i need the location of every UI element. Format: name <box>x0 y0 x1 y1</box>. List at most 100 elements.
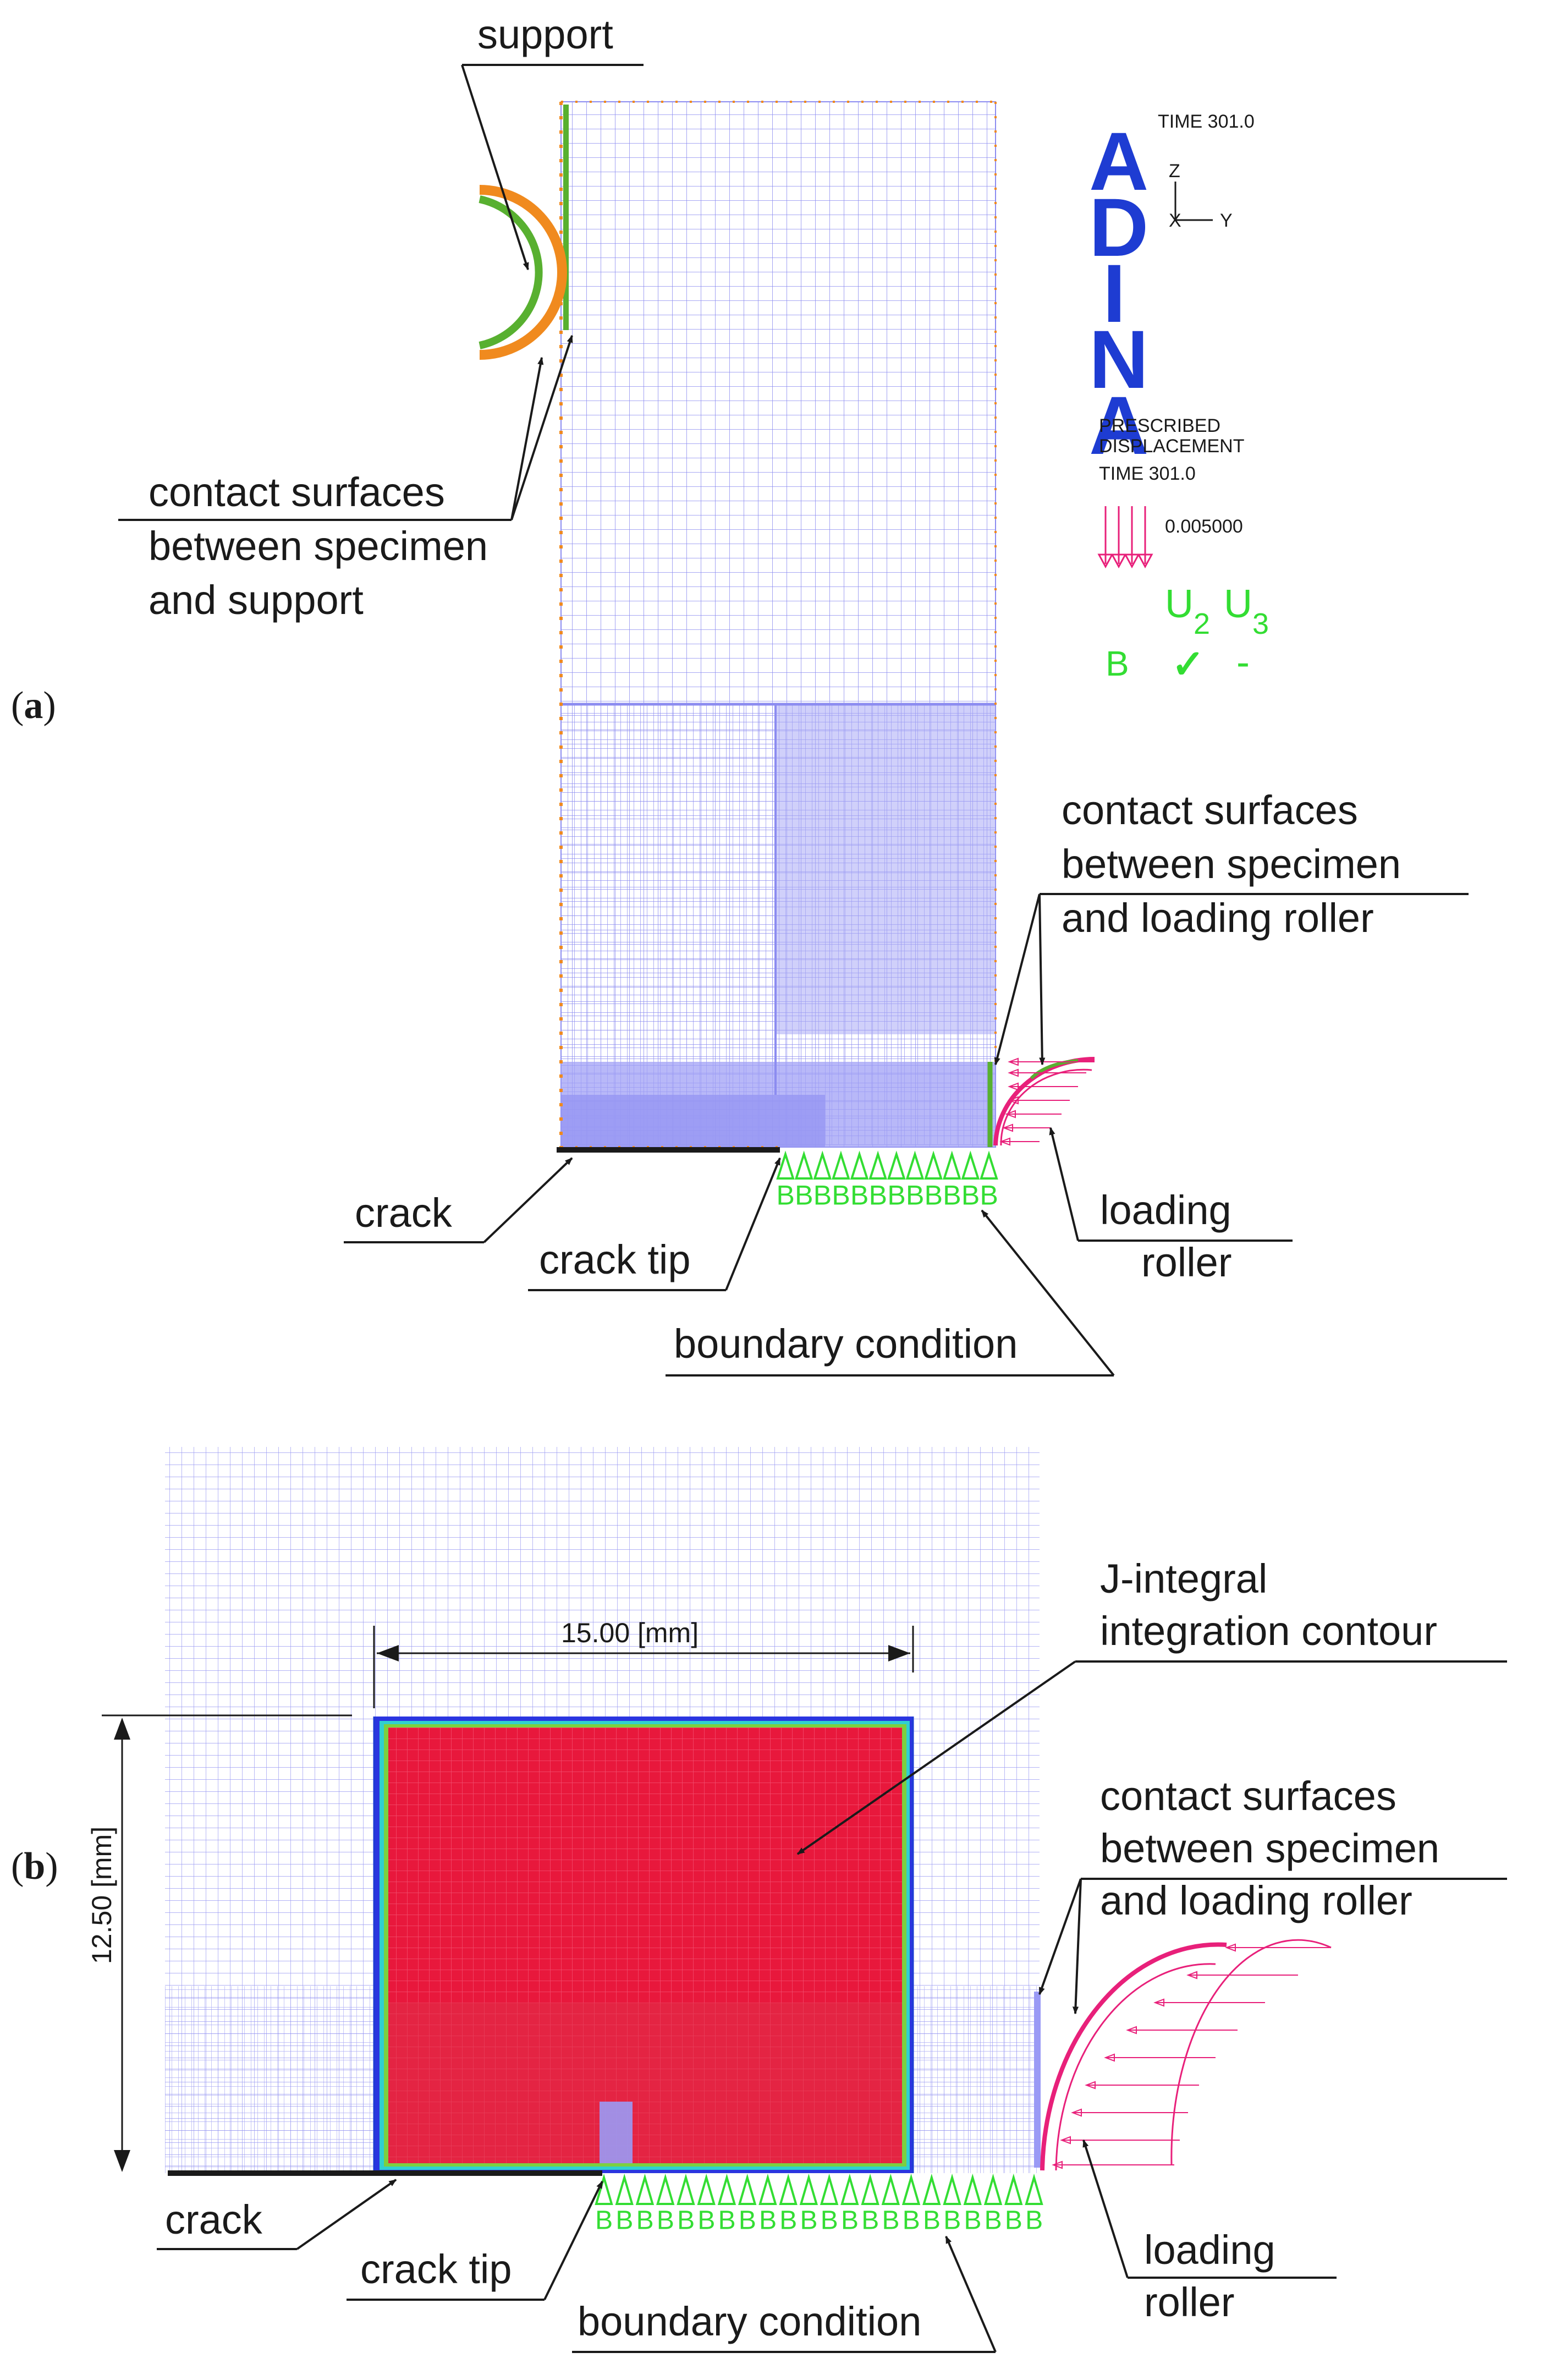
load-arrow-head <box>1008 1068 1019 1077</box>
bc-letter: B <box>697 2206 715 2235</box>
adina-letter-4: N <box>1089 313 1148 405</box>
bc-letter: B <box>832 1180 850 1211</box>
bc-triangle-icon <box>758 2173 777 2205</box>
prescribed-line-1: PRESCRIBED <box>1099 415 1220 436</box>
load-arrow-head <box>1071 2108 1082 2117</box>
bc-triangle-icon <box>738 2173 757 2205</box>
bc-triangle-icon <box>922 2173 941 2205</box>
bc-letter: B <box>636 2206 654 2235</box>
bc-triangle-icon <box>881 2173 900 2205</box>
adina-letter-1: A <box>1089 115 1148 207</box>
label-loading-a: loading <box>1100 1187 1231 1233</box>
bc-triangle-icon <box>779 2173 798 2205</box>
loading-roller-a <box>987 1057 1095 1147</box>
displacement-arrows-icon <box>1097 506 1153 569</box>
load-arrow-head <box>1008 1057 1019 1066</box>
dimension-width: 15.00 [mm] <box>373 1617 914 1708</box>
bc-letter: B <box>677 2206 695 2235</box>
bc-triangle-icon <box>717 2173 736 2205</box>
label-support: support <box>477 12 613 57</box>
bc-letter: B <box>906 1180 924 1211</box>
annotations-b: J-integral integration contour contact s… <box>157 1556 1507 2353</box>
bc-triangle-icon <box>943 2173 961 2205</box>
bc-letter: B <box>800 2206 818 2235</box>
bc-triangle-icon <box>905 1150 925 1180</box>
label-jint-2: integration contour <box>1100 1608 1437 1654</box>
bc-letter: B <box>943 1180 961 1211</box>
bc-triangle-icon <box>1025 2173 1043 2205</box>
bc-triangle-icon <box>887 1150 906 1180</box>
bc-triangle-icon <box>832 1150 850 1180</box>
bc-triangle-icon <box>980 1150 998 1180</box>
loading-roller-b <box>1040 1939 1332 2171</box>
load-arrow-head <box>1060 2136 1071 2145</box>
bc-triangle-icon <box>901 2173 921 2205</box>
bc-triangle-icon <box>697 2173 716 2205</box>
bc-triangle-icon <box>794 1150 813 1180</box>
bc-letter: B <box>961 1180 980 1211</box>
bc-triangle-icon <box>776 1150 795 1180</box>
bc-triangle-icon <box>656 2173 675 2205</box>
label-contact-roller-1-b: contact surfaces <box>1100 1773 1396 1819</box>
adina-letter-5: A <box>1089 379 1148 471</box>
bc-triangle-icon <box>595 2173 613 2205</box>
bc-letter: B <box>795 1180 813 1211</box>
load-arrow-head <box>1085 2081 1096 2090</box>
bc-letter: B <box>943 2206 961 2235</box>
dimension-height-label: 12.50 [mm] <box>86 1827 117 1964</box>
load-arrow-head <box>1104 2053 1115 2062</box>
bc-check-icon: ✓ <box>1172 643 1205 687</box>
bc-letter: B <box>777 1180 795 1211</box>
dimension-width-label: 15.00 [mm] <box>561 1617 699 1648</box>
load-arrow-head <box>1002 1123 1013 1132</box>
label-jint-1: J-integral <box>1100 1556 1267 1602</box>
bc-letter: B <box>813 1180 832 1211</box>
label-crack-b: crack <box>165 2197 263 2242</box>
bc-letter: B <box>887 1180 905 1211</box>
bc-letter: B <box>841 2206 859 2235</box>
bc-row-label: B <box>1106 644 1129 683</box>
bc-triangle-icon <box>924 1150 943 1180</box>
panel-b-tag: (b) <box>11 1845 58 1888</box>
label-contact-roller-2-a: between specimen <box>1062 841 1401 887</box>
label-roller-b: roller <box>1144 2279 1234 2325</box>
label-contact-support-3: and support <box>149 577 364 623</box>
load-arrow-head <box>999 1137 1010 1146</box>
bc-letter: B <box>882 2206 899 2235</box>
bc-triangle-icon <box>677 2173 695 2205</box>
bc-triangle-icon <box>961 1150 980 1180</box>
bc-letter: B <box>821 2206 838 2235</box>
bc-letter: B <box>759 2206 777 2235</box>
panel-a-tag: (a) <box>11 684 56 727</box>
adina-legend: A D I N A TIME 301.0 Z X Y PRESCRIBED DI… <box>1089 111 1269 687</box>
annotations-a: support contact surfaces between specime… <box>118 12 1469 1377</box>
bc-triangle-icon <box>635 2173 655 2205</box>
bc-letter: B <box>923 2206 941 2235</box>
bc-triangle-icon <box>983 2173 1003 2205</box>
bc-triangle-icon <box>942 1150 961 1180</box>
label-crack-tip-a: crack tip <box>539 1237 691 1282</box>
label-contact-support-2: between specimen <box>149 523 488 569</box>
load-arrow-head <box>1008 1082 1019 1091</box>
label-loading-b: loading <box>1144 2227 1275 2273</box>
adina-time: TIME 301.0 <box>1158 111 1255 132</box>
label-contact-roller-3-a: and loading roller <box>1062 895 1374 941</box>
label-contact-roller-3-b: and loading roller <box>1100 1878 1412 1923</box>
bc-letter: B <box>850 1180 868 1211</box>
load-arrow-head <box>1005 1110 1016 1118</box>
label-contact-roller-1-a: contact surfaces <box>1062 787 1358 833</box>
bc-triangle-icon <box>813 1150 832 1180</box>
bc-letter: B <box>980 1180 998 1211</box>
label-roller-a: roller <box>1141 1240 1231 1285</box>
bc-letter: B <box>718 2206 736 2235</box>
bc-u3-label: U3 <box>1224 582 1269 640</box>
label-crack-tip-b: crack tip <box>360 2246 512 2292</box>
bc-triangle-icon <box>1004 2173 1023 2205</box>
label-crack-a: crack <box>355 1190 453 1236</box>
specimen-mesh-b <box>165 1447 1041 2173</box>
bc-letter: B <box>964 2206 981 2235</box>
load-arrow-head <box>1008 1096 1019 1105</box>
load-arrow-head <box>1186 1971 1197 1979</box>
